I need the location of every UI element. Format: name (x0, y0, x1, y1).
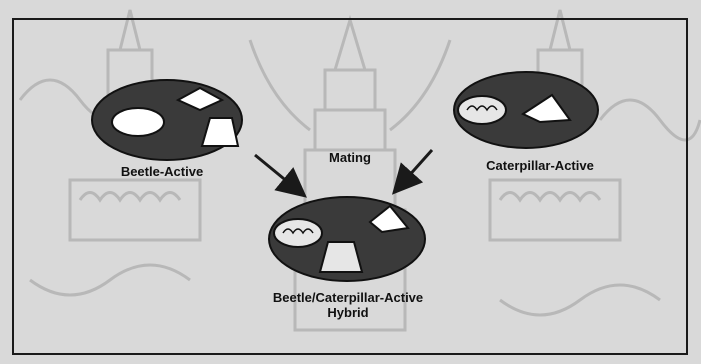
mating-label: Mating (300, 150, 400, 165)
arrow-caterpillar-to-hybrid (398, 150, 432, 188)
hybrid-label-line2: Hybrid (248, 305, 448, 320)
hybrid-node (269, 197, 425, 281)
beetle-active-label: Beetle-Active (92, 164, 232, 179)
hybrid-label: Beetle/Caterpillar-Active Hybrid (248, 290, 448, 320)
beetle-body-icon (112, 108, 164, 136)
caterpillar-active-label: Caterpillar-Active (450, 158, 630, 173)
hybrid-label-line1: Beetle/Caterpillar-Active (248, 290, 448, 305)
caterpillar-active-node (454, 72, 598, 148)
caterpillar-icon (458, 96, 506, 124)
hybrid-caterpillar-icon (274, 219, 322, 247)
beetle-active-node (92, 80, 242, 160)
hybrid-trapezoid-shape-icon (320, 242, 362, 272)
arrow-beetle-to-hybrid (255, 155, 300, 192)
